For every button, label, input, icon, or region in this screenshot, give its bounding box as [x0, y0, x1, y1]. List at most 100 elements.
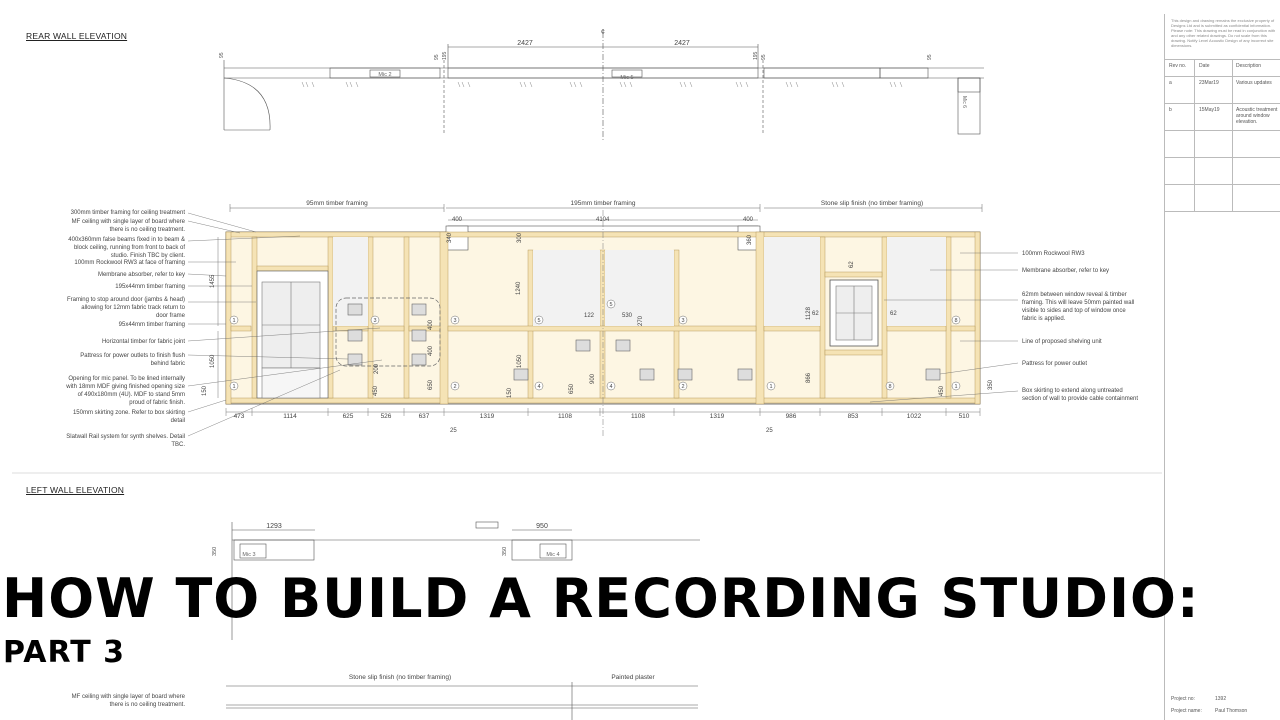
dim-text: 4104: [596, 217, 610, 223]
plan-dim-right: 2427: [674, 40, 690, 47]
dim-text: 25: [450, 428, 457, 434]
left-wall-dim: 350: [212, 547, 218, 556]
note-line: section of wall to provide cable contain…: [1022, 396, 1138, 402]
project-name: Project name: Paul Thomson: [1171, 708, 1247, 714]
note-line: Box skirting to extend along untreated: [1022, 388, 1123, 394]
rev-no: b: [1165, 104, 1195, 130]
mic-label: Mic 6: [961, 96, 967, 108]
note-line: MF ceiling with single layer of board wh…: [72, 694, 186, 700]
note-line: visible to sides and top of window once: [1022, 308, 1126, 314]
project-number: Project no: 1392: [1171, 696, 1226, 702]
panel-number: 2: [453, 384, 456, 390]
note-line: 150mm skirting zone. Refer to box skirti…: [73, 410, 185, 416]
plan-dim-left: 2427: [517, 40, 533, 47]
dim-text: 1050: [517, 354, 523, 368]
date-header: Date: [1195, 60, 1233, 76]
panel-number: 1: [232, 318, 235, 324]
note-line: proud of fabric finish.: [129, 400, 185, 406]
note-line: Slatwall Rail system for synth shelves. …: [66, 434, 185, 440]
revision-row-empty: [1165, 131, 1280, 158]
project-number-value: 1392: [1215, 696, 1227, 702]
note-line: there is no ceiling treatment.: [110, 227, 186, 233]
revision-row-empty: [1165, 158, 1280, 185]
note-line: Membrane absorber, refer to key: [98, 272, 185, 278]
project-name-label: Project name:: [1171, 708, 1202, 714]
note-line: with 18mm MDF giving finished opening si…: [65, 384, 185, 390]
left-wall-plan: [226, 521, 700, 720]
dim-text: 1455: [210, 274, 216, 288]
dim-text: 650: [569, 383, 575, 394]
left-wall-dim: 950: [536, 523, 548, 530]
plan-legs: [301, 81, 903, 88]
note-line: Pattress for power outlets to finish flu…: [80, 353, 185, 359]
panel-number: 8: [954, 318, 957, 324]
panel-number: 1: [232, 384, 235, 390]
note-line: studio. Finish TBC by client.: [111, 253, 186, 259]
revision-row: b 15May19 Acoustic treatment around wind…: [1165, 104, 1280, 131]
note-line: Membrane absorber, refer to key: [1022, 268, 1109, 274]
plan-small-dim: 95: [219, 52, 225, 58]
dim-text: 1319: [710, 413, 725, 420]
dim-text: 200: [374, 363, 380, 374]
dim-text: 340: [447, 232, 453, 243]
panel-number: 3: [453, 318, 456, 324]
dim-text: 526: [381, 413, 392, 420]
bottom-dimensions: 473 1114 625 526 637 1319 1108 1108 1319…: [234, 413, 970, 420]
rev-date: 23Mar19: [1195, 77, 1233, 103]
dim-text: 1319: [480, 413, 495, 420]
video-title: HOW TO BUILD A RECORDING STUDIO:: [2, 567, 1200, 630]
centerline-mark: ¢: [601, 29, 605, 36]
plan-small-dim: 95: [927, 54, 933, 60]
rear-wall-elevation-title: REAR WALL ELEVATION: [26, 31, 128, 41]
left-wall-elevation-title: LEFT WALL ELEVATION: [26, 485, 125, 495]
plan-small-dim: 95: [761, 54, 767, 60]
dim-text: 62: [849, 261, 855, 268]
dim-text: 25: [766, 428, 773, 434]
mic-label: Mic 5: [620, 75, 633, 81]
note-line: there is no ceiling treatment.: [110, 702, 186, 708]
note-line: block ceiling, running from front to bac…: [74, 245, 185, 251]
dim-text: 1240: [516, 281, 522, 295]
dim-text: 62: [812, 311, 819, 317]
dim-text: 866: [806, 372, 812, 383]
note-line: allowing for 12mm fabric track return to: [81, 305, 185, 311]
revision-row-empty: [1165, 185, 1280, 212]
mic-label: Mic 4: [546, 552, 559, 558]
panel-number: 4: [609, 384, 612, 390]
dim-text: 400: [428, 319, 434, 330]
title-block-note: This design and drawing remains the excl…: [1171, 18, 1276, 48]
dim-text: 650: [428, 379, 434, 390]
dim-text: 510: [959, 413, 970, 420]
dim-text: 150: [202, 385, 208, 396]
dim-text: 300: [517, 232, 523, 243]
title-block: This design and drawing remains the excl…: [1164, 14, 1280, 720]
video-subtitle: PART 3: [3, 635, 125, 670]
dim-text: 853: [848, 413, 859, 420]
left-notes: 300mm timber framing for ceiling treatme…: [65, 210, 185, 448]
note-line: Line of proposed shelving unit: [1022, 339, 1102, 345]
rev-no-header: Rev no.: [1165, 60, 1195, 76]
plan-small-dim: 195: [442, 51, 448, 60]
left-wall-zone: Stone slip finish (no timber framing): [349, 674, 451, 681]
mic-label: Mic 3: [242, 552, 255, 558]
dim-text: 400: [428, 345, 434, 356]
left-wall-zone: Painted plaster: [611, 674, 655, 681]
dim-text: 450: [939, 385, 945, 396]
note-line: door frame: [156, 313, 186, 319]
dim-text: 1114: [283, 413, 297, 420]
zone-label-stone: Stone slip finish (no timber framing): [821, 200, 923, 207]
panel-number: 2: [681, 384, 684, 390]
dim-text: 986: [786, 413, 797, 420]
note-line: of 490x180mm (4U). MDF to stand 5mm: [78, 392, 185, 398]
rev-description: Acoustic treatment around window elevati…: [1236, 107, 1278, 125]
zone-label-195mm: 195mm timber framing: [570, 200, 635, 207]
dim-text: 62: [890, 311, 897, 317]
dim-text: 473: [234, 413, 245, 420]
left-wall-dim: 350: [502, 547, 508, 556]
right-notes: 100mm Rockwool RW3 Membrane absorber, re…: [1022, 251, 1138, 402]
note-line: framing. This will leave 50mm painted wa…: [1022, 300, 1134, 306]
dim-text: 350: [988, 379, 994, 390]
revision-header-row: Rev no. Date Description: [1165, 59, 1280, 77]
dim-text: 1108: [631, 413, 645, 420]
